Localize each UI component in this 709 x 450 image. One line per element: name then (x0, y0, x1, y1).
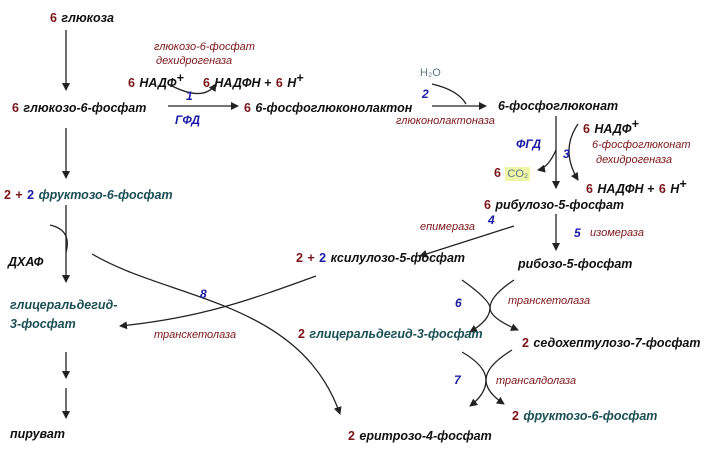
enzyme-epimerase: епимераза (420, 221, 476, 233)
arrow-reaction-6b (469, 279, 515, 333)
node-pyruvate: пируват (10, 427, 65, 441)
step-3-number: 3 (563, 147, 570, 161)
node-fructose-6-phosphate-right: 2 фруктозо-6-фосфат (512, 409, 658, 423)
arrow-reaction-4 (419, 225, 515, 258)
step-1-number: 1 (186, 89, 193, 103)
enzyme-g6pdh-line1: глюкозо-6-фосфат (154, 41, 255, 53)
enzyme-pgdh-abbr: ФГД (516, 137, 542, 151)
arrow-reaction-7b (469, 349, 513, 407)
node-xylulose-5-phosphate: 2 + 2 ксилулозо-5-фосфат (296, 251, 466, 265)
enzyme-pgdh-line2: дехидрогеназа (596, 154, 673, 166)
node-erythrose-4-phosphate: 2 еритрозо-4-фосфат (348, 429, 492, 443)
arrow-reaction-8b (91, 253, 342, 415)
arrow-dhap-curve (49, 224, 68, 253)
arrow-nadp-3-curve (568, 123, 579, 181)
cofactor-nadp-1: 6 НАДФ+ (128, 71, 184, 90)
arrow-nadp-1-curve (171, 83, 217, 95)
arrow-co2-curve (537, 149, 557, 173)
cofactor-nadph-3: 6 НАДФН + 6 Н+ (586, 177, 687, 196)
enzyme-g6pdh-line2: дехидрогеназа (156, 55, 233, 67)
arrow-reaction-8a (119, 275, 317, 330)
enzyme-transketolase-8: транскетолаза (154, 329, 237, 341)
node-sedoheptulose-7-phosphate: 2 седохептулозо-7-фосфат (522, 336, 701, 350)
node-dhap: ДХАФ (8, 255, 44, 269)
cofactor-nadph-1: 6 НАДФН + 6 Н+ (203, 71, 304, 90)
node-phosphogluconolactone: 6 6-фосфоглюконолактон (244, 101, 413, 115)
cofactor-water: H₂O (420, 67, 441, 79)
step-6-number: 6 (455, 296, 462, 310)
cofactor-nadp-3: 6 НАДФ+ (583, 117, 639, 136)
node-fructose-6-phosphate-left: 2 + 2 фруктозо-6-фосфат (4, 188, 173, 202)
arrow-water-curve (431, 83, 467, 105)
enzyme-pgdh-line1: 6-фосфоглюконат (592, 139, 691, 151)
step-4-number: 4 (488, 213, 495, 227)
step-2-number: 2 (422, 87, 429, 101)
node-6-phosphogluconate: 6-фосфоглюконат (498, 99, 619, 113)
enzyme-g6pdh-abbr: ГФД (175, 113, 201, 127)
enzyme-transaldolase: трансалдолаза (496, 375, 577, 387)
step-7-number: 7 (454, 373, 461, 387)
step-5-number: 5 (574, 226, 581, 240)
node-gap-left-line1: глицеральдегид- (10, 298, 118, 312)
enzyme-transketolase-6: транскетолаза (508, 295, 591, 307)
node-ribose-5-phosphate: рибозо-5-фосфат (518, 257, 633, 271)
enzyme-gluconolactonase: глюконолактоназа (396, 115, 495, 127)
node-gap-left-line2: 3-фосфат (10, 317, 76, 331)
enzyme-isomerase: изомераза (590, 227, 644, 239)
cofactor-co2: 6 CO₂ (494, 166, 531, 181)
node-gap-right: 2 глицеральдегид-3-фосфат (298, 327, 483, 341)
node-ribulose-5-phosphate: 6 рибулозо-5-фосфат (484, 198, 625, 212)
step-8-number: 8 (200, 287, 207, 301)
node-glucose-6-phosphate: 6 глюкозо-6-фосфат (12, 101, 147, 115)
node-glucose: 6 глюкоза (50, 11, 114, 25)
